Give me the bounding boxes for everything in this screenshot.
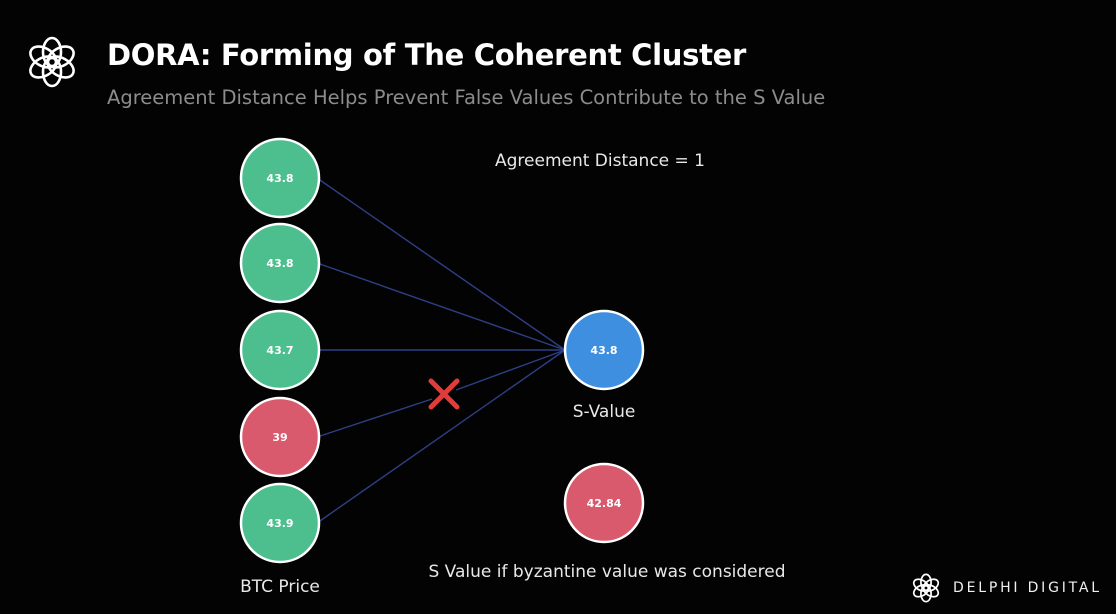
edge-input-4-part-a [316,398,433,438]
s-value-node-value: 43.8 [590,344,617,357]
input-node-3-value: 43.7 [266,344,293,357]
input-node-2-circle [239,222,321,304]
s-value-node-circle [563,309,645,391]
page-subtitle: Agreement Distance Helps Prevent False V… [107,86,826,109]
input-node-5-circle [239,482,321,564]
byzantine-s-value-node-value: 42.84 [587,497,622,510]
input-node-4-circle [239,396,321,478]
input-node-5-value: 43.9 [266,517,293,530]
edge-input-2 [316,262,566,351]
s-value-node: 43.8 [563,309,645,391]
nodes: 43.8 43.8 43.7 39 43.9 43.8 42.84 [239,137,645,564]
input-node-4-value: 39 [272,431,287,444]
brand: DELPHI DIGITAL [909,571,1102,605]
inputs-caption: BTC Price [240,577,320,597]
edge-input-1 [316,177,566,351]
edge-input-4-part-b [455,349,566,391]
dora-logo-icon [29,36,75,88]
rejected-cross-icon [428,378,460,410]
page-title: DORA: Forming of The Coherent Cluster [107,38,747,72]
input-node-2-value: 43.8 [266,257,293,270]
input-node-4: 39 [239,396,321,478]
byzantine-s-value-node-circle [563,462,645,544]
input-node-3-circle [239,309,321,391]
input-node-3: 43.7 [239,309,321,391]
input-node-1-circle [239,137,321,219]
s-value-caption: S-Value [573,402,636,422]
byzantine-s-value-node: 42.84 [563,462,645,544]
input-node-2: 43.8 [239,222,321,304]
edge-input-5 [316,349,566,524]
cross-stroke-b [428,378,460,410]
input-node-5: 43.9 [239,482,321,564]
delphi-logo-icon [912,573,940,603]
input-node-1: 43.8 [239,137,321,219]
edges [316,177,566,524]
input-node-1-value: 43.8 [266,172,293,185]
byzantine-caption: S Value if byzantine value was considere… [428,562,785,582]
brand-name: DELPHI DIGITAL [953,580,1102,596]
agreement-distance-label: Agreement Distance = 1 [495,151,705,171]
